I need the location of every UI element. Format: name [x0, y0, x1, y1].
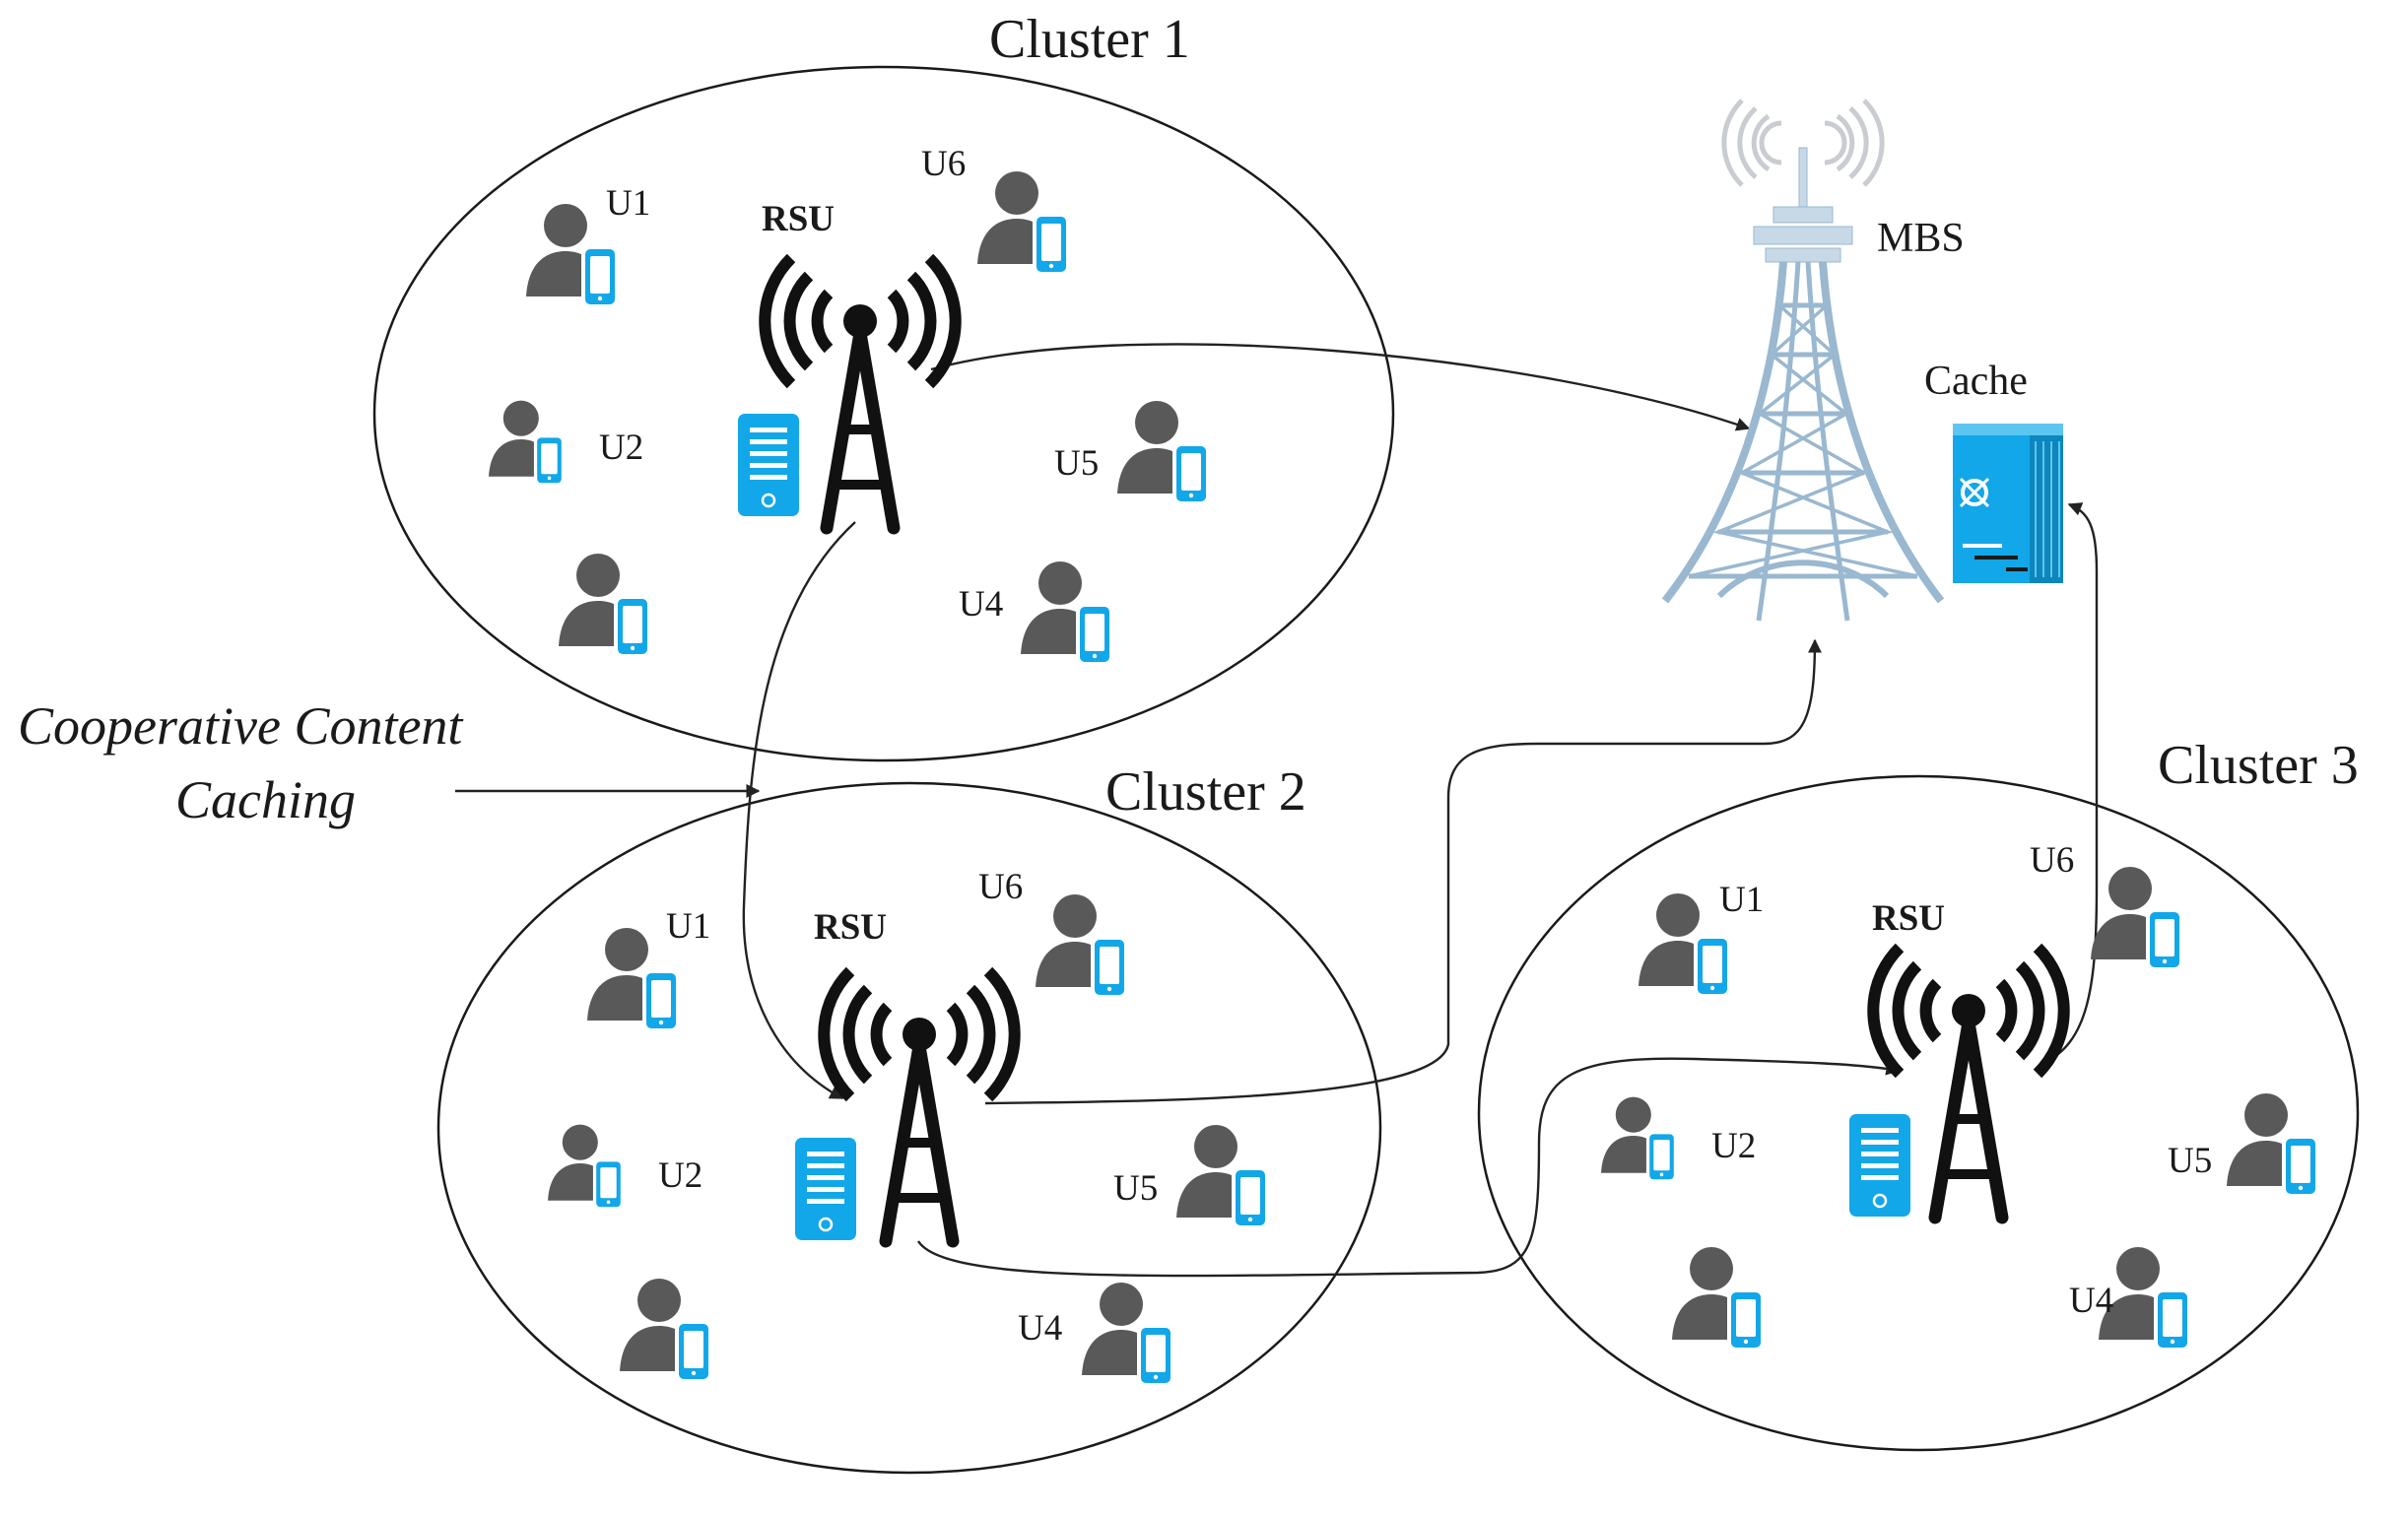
- cluster-3-u6-label: U6: [2030, 840, 2074, 881]
- mbs-tower-icon: [1661, 99, 1945, 622]
- cluster-1-user-u3-icon: [559, 554, 651, 658]
- cluster-3-user-u3-icon: [1672, 1247, 1765, 1351]
- link-rsu1-to-mbs: [930, 343, 1751, 431]
- cluster-2-u4-label: U4: [1018, 1308, 1062, 1349]
- cooperative-caching-label-line1: Cooperative Content: [18, 696, 464, 756]
- cluster-3-boundary: [1477, 774, 2360, 1452]
- cluster-2-u6-label: U6: [978, 867, 1023, 907]
- cluster-2-u1-label: U1: [666, 906, 710, 947]
- mbs-label: MBS: [1877, 216, 1965, 261]
- cache-label: Cache: [1924, 359, 2028, 404]
- cluster-1-u5-label: U5: [1054, 443, 1099, 484]
- cluster-1-server-icon: [736, 412, 801, 518]
- cache-server-icon: [1953, 424, 2063, 583]
- cluster-1-u6-label: U6: [921, 144, 966, 184]
- cluster-2: Cluster 2 RSU U1 U2 U4 U5 U6: [548, 761, 1306, 1387]
- cluster-3-user-u2-icon: [1601, 1096, 1678, 1183]
- cluster-2-server-icon: [793, 1136, 858, 1242]
- cluster-2-title: Cluster 2: [1105, 761, 1306, 823]
- cluster-2-boundary: [436, 781, 1382, 1475]
- cluster-3-rsu-label: RSU: [1872, 898, 1945, 939]
- cluster-3-user-u5-icon: [2227, 1093, 2319, 1198]
- cluster-1-user-u4-icon: [1021, 561, 1113, 666]
- cluster-2-user-u6-icon: [1036, 894, 1128, 999]
- cluster-3-u1-label: U1: [1719, 880, 1764, 920]
- cluster-1-u2-label: U2: [599, 428, 643, 468]
- cluster-1-rsu-label: RSU: [762, 199, 835, 239]
- cluster-2-user-u5-icon: [1176, 1125, 1269, 1229]
- cluster-3-u5-label: U5: [2168, 1141, 2212, 1181]
- link-rsu2-to-rsu3: [916, 1057, 1901, 1278]
- cluster-2-u5-label: U5: [1113, 1168, 1158, 1209]
- cluster-2-user-u3-icon: [620, 1279, 712, 1383]
- cluster-3-server-icon: [1847, 1112, 1912, 1219]
- link-rsu3-to-cache: [2040, 502, 2099, 1066]
- cluster-3-user-u6-icon: [2091, 867, 2183, 971]
- cluster-2-user-u4-icon: [1082, 1283, 1174, 1387]
- mbs-signal-icon: [1721, 99, 1885, 187]
- cluster-3-user-u1-icon: [1639, 893, 1731, 998]
- cooperative-caching-label-line2: Caching: [175, 770, 356, 829]
- cluster-1: Cluster 1 RSU U1 U2 U4 U5 U6: [489, 9, 1210, 666]
- cluster-3-u4-label: U4: [2069, 1281, 2113, 1321]
- cluster-1-user-u1-icon: [526, 204, 619, 308]
- link-rsu1-to-rsu2: [742, 521, 856, 1100]
- cluster-1-user-u5-icon: [1117, 401, 1210, 505]
- cluster-3-u2-label: U2: [1711, 1126, 1756, 1166]
- cluster-3: Cluster 3 RSU U1 U2 U4 U5 U6: [1601, 735, 2359, 1351]
- cluster-2-user-u2-icon: [548, 1124, 625, 1211]
- cluster-1-u4-label: U4: [959, 584, 1003, 625]
- cluster-1-title: Cluster 1: [989, 9, 1190, 70]
- cluster-2-u2-label: U2: [658, 1155, 702, 1196]
- cluster-1-u1-label: U1: [606, 183, 650, 224]
- cluster-3-title: Cluster 3: [2158, 735, 2359, 796]
- link-rsu2-to-mbs: [984, 638, 1822, 1105]
- cluster-1-boundary: [372, 65, 1395, 762]
- cluster-1-user-u6-icon: [977, 171, 1070, 276]
- cluster-2-rsu-label: RSU: [814, 907, 887, 948]
- cluster-1-user-u2-icon: [489, 400, 566, 487]
